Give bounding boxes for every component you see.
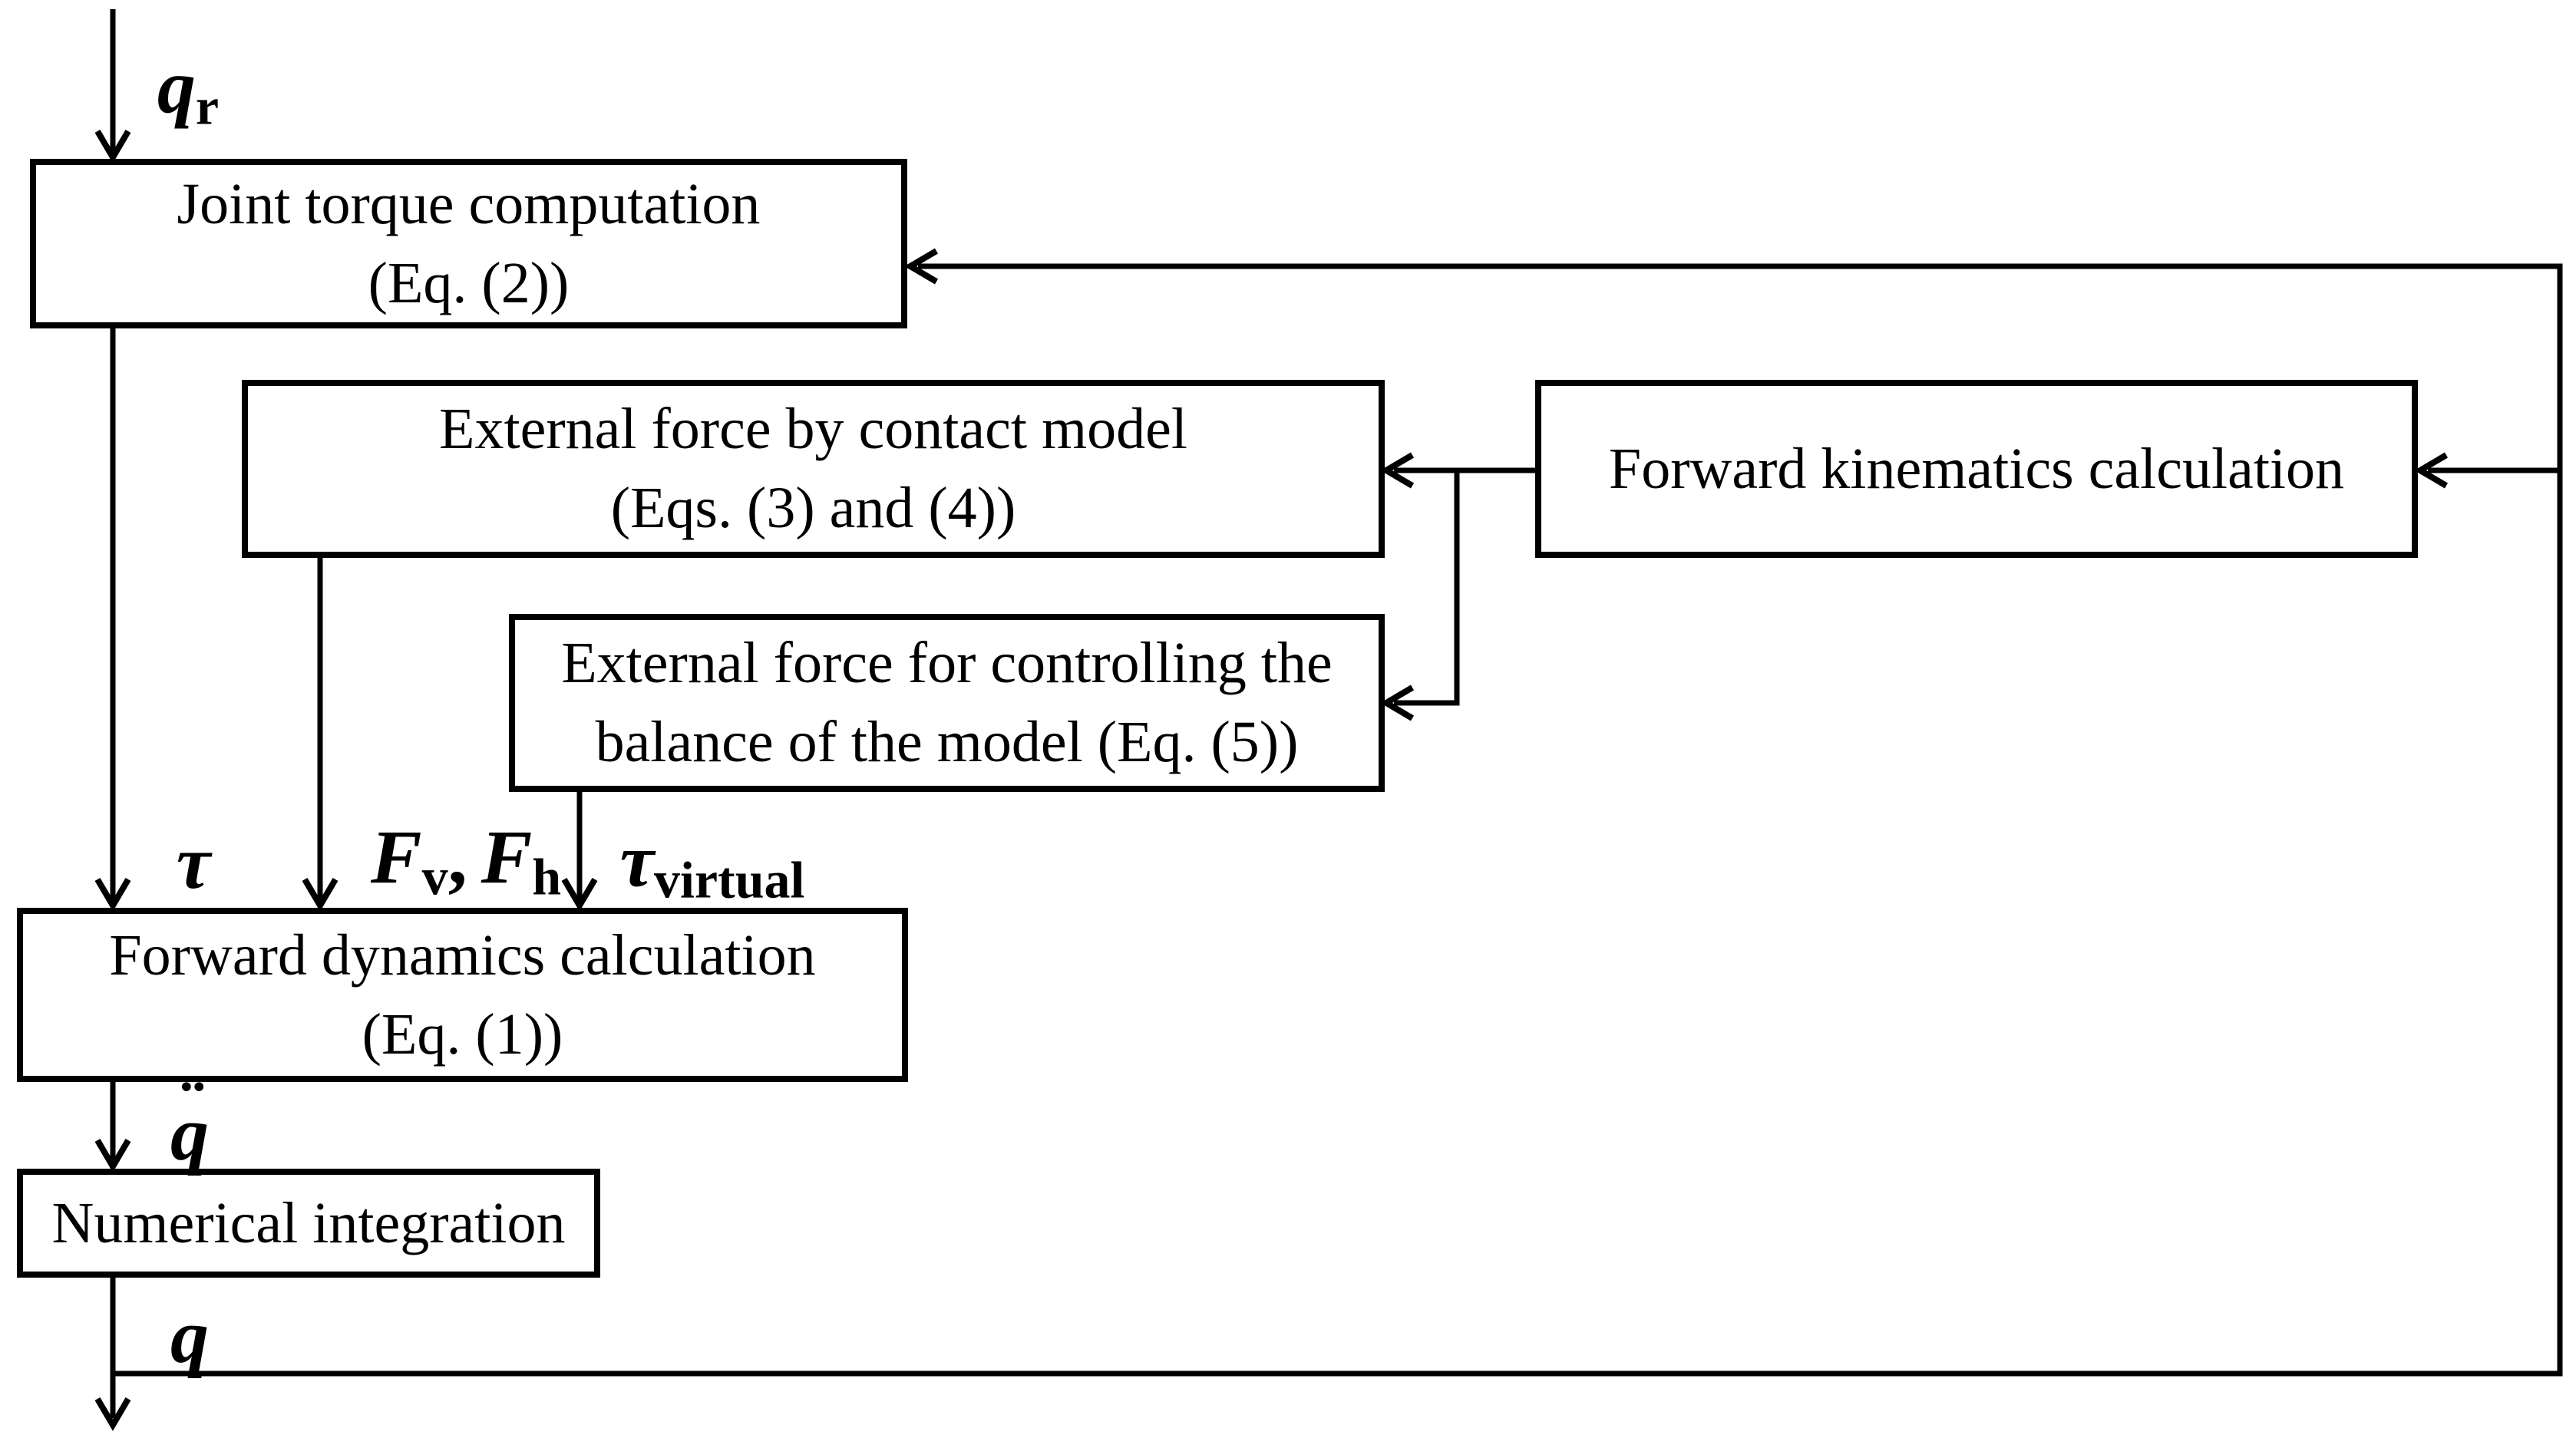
qddot-dots: ¨ <box>180 1065 206 1150</box>
external-force-balance-box: External force for controlling the balan… <box>509 614 1385 792</box>
qr-base: q <box>157 44 196 130</box>
numerical-integration-line1: Numerical integration <box>51 1190 566 1255</box>
label-tau: τ <box>177 824 210 901</box>
contact-force-line1: External force by contact model <box>439 397 1187 461</box>
qr-arrowhead-down <box>94 129 131 163</box>
tau-arrowhead-down <box>94 877 131 912</box>
fv-base: F <box>370 814 422 900</box>
fk-to-balance-line <box>1394 470 1460 706</box>
joint-torque-computation-box: Joint torque computation (Eq. (2)) <box>30 159 907 328</box>
q-base: q <box>170 1294 209 1379</box>
forward-kinematics-line1: Forward kinematics calculation <box>1608 436 2345 501</box>
forward-dynamics-line2: (Eq. (1)) <box>362 1001 563 1067</box>
tau-virtual-arrowhead-down <box>561 877 598 912</box>
forces-arrowhead-down <box>302 877 339 912</box>
label-q-double-dot: ¨q <box>170 1070 209 1173</box>
forces-comma: , <box>447 814 467 900</box>
tau-base: τ <box>176 820 211 905</box>
qddot-base: q <box>170 1091 209 1176</box>
label-tau-virtual: τvirtual <box>620 822 805 909</box>
qr-subscript: r <box>195 77 220 136</box>
joint-torque-line2: (Eq. (2)) <box>368 250 570 315</box>
q-output-arrowhead-down <box>94 1397 131 1431</box>
forward-dynamics-calculation-box: Forward dynamics calculation (Eq. (1)) <box>17 908 908 1082</box>
balance-force-line1: External force for controlling the <box>561 631 1333 695</box>
balance-force-line2: balance of the model (Eq. (5)) <box>595 710 1299 774</box>
forward-dynamics-line1: Forward dynamics calculation <box>109 922 816 988</box>
q-feedback-loop-line <box>113 263 2563 1377</box>
contact-force-line2: (Eqs. (3) and (4)) <box>610 476 1016 540</box>
label-fv-fh: Fv,Fh <box>371 819 562 906</box>
joint-torque-line1: Joint torque computation <box>177 171 761 236</box>
balance-arrowhead-left <box>1380 684 1415 721</box>
qddot-wrap: ¨q <box>170 1070 209 1173</box>
label-q-r: qr <box>157 48 220 136</box>
fv-subscript: v <box>421 847 448 906</box>
tau-virtual-base: τ <box>619 817 654 903</box>
fh-base: F <box>481 814 533 900</box>
qddot-arrowhead-down <box>94 1138 131 1173</box>
tau-virtual-subscript: virtual <box>653 850 805 909</box>
label-q: q <box>170 1298 209 1375</box>
feedback-arrowhead-left <box>904 248 939 285</box>
numerical-integration-box: Numerical integration <box>17 1169 600 1278</box>
external-force-contact-model-box: External force by contact model (Eqs. (3… <box>242 380 1385 558</box>
contact-arrowhead-left <box>1380 452 1415 489</box>
fk-arrowhead-left <box>2414 452 2449 489</box>
fh-subscript: h <box>532 847 562 906</box>
forward-kinematics-calculation-box: Forward kinematics calculation <box>1535 380 2418 558</box>
